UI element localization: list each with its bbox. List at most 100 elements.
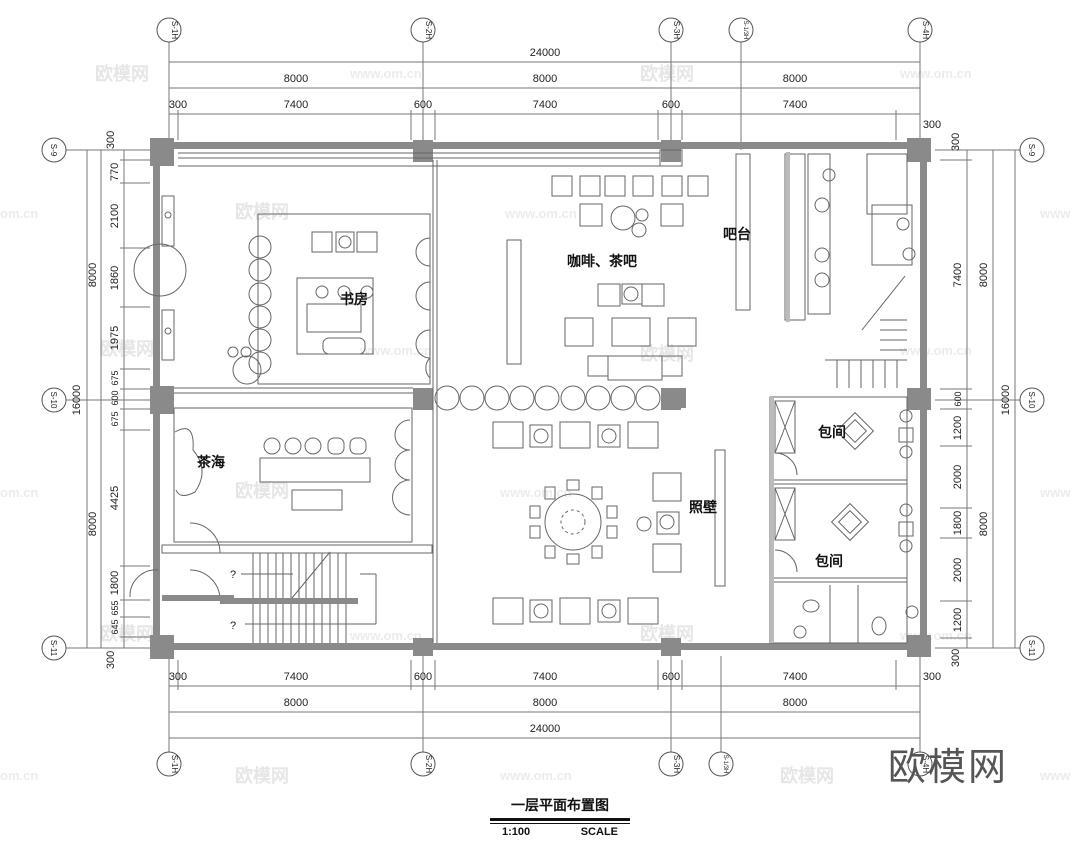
svg-text:S-2H: S-2H (424, 755, 433, 773)
svg-text:16000: 16000 (71, 385, 83, 416)
svg-text:16000: 16000 (1000, 385, 1012, 416)
room-labels: 书房 咖啡、茶吧 吧台 茶海 照壁 包间 包间 (196, 226, 846, 570)
svg-text:300: 300 (923, 671, 941, 683)
hatched-partitions (162, 152, 790, 643)
svg-text:4425: 4425 (109, 486, 121, 510)
svg-text:S-9: S-9 (1027, 144, 1036, 157)
svg-text:8000: 8000 (533, 697, 557, 709)
stair-marks: ? ? (230, 569, 236, 632)
svg-text:www.om.cn: www.om.cn (349, 66, 422, 81)
svg-text:675: 675 (110, 370, 120, 385)
svg-text:欧模网: 欧模网 (235, 480, 289, 502)
svg-text:www.om.cn: www.om.cn (499, 485, 572, 500)
svg-text:24000: 24000 (530, 47, 561, 59)
svg-text:300: 300 (169, 99, 187, 111)
svg-text:1800: 1800 (952, 511, 964, 535)
svg-text:600: 600 (110, 390, 120, 405)
svg-text:?: ? (230, 569, 236, 581)
svg-text:1200: 1200 (952, 608, 964, 632)
drawing-title: 一层平面布置图 (511, 798, 609, 814)
svg-text:S-3H: S-3H (672, 755, 681, 773)
left-dimensions: 300 770 2100 1860 1975 675 600 675 4425 … (71, 131, 121, 669)
svg-text:欧模网: 欧模网 (235, 765, 289, 787)
svg-text:8000: 8000 (87, 512, 99, 536)
bottom-dimensions: 300 7400 600 7400 600 7400 300 8000 8000… (169, 671, 941, 735)
svg-text:S-4H: S-4H (921, 755, 930, 773)
svg-text:600: 600 (662, 99, 680, 111)
svg-text:300: 300 (923, 119, 941, 131)
interior-lines (129, 149, 919, 644)
exterior-walls (150, 138, 931, 659)
svg-text:7400: 7400 (783, 671, 807, 683)
room-label-cafe: 咖啡、茶吧 (567, 253, 637, 270)
room-label-study: 书房 (340, 291, 368, 308)
svg-text:2100: 2100 (109, 204, 121, 228)
svg-text:7400: 7400 (284, 99, 308, 111)
folding-door-arcs (434, 385, 661, 411)
svg-text:S-10: S-10 (1027, 392, 1036, 409)
top-dimension-lines (168, 61, 920, 739)
svg-text:1200: 1200 (952, 416, 964, 440)
svg-text:欧模网: 欧模网 (640, 343, 694, 365)
svg-text:S-1H: S-1H (170, 755, 179, 773)
brand-watermark: 欧模网 (888, 745, 1009, 789)
svg-text:www: www (1039, 206, 1071, 221)
svg-text:7400: 7400 (952, 263, 964, 287)
svg-text:8000: 8000 (978, 512, 990, 536)
svg-text:om.cn: om.cn (0, 768, 38, 783)
svg-text:S-1/3H: S-1/3H (742, 21, 748, 40)
svg-text:www: www (1039, 485, 1071, 500)
svg-text:7400: 7400 (783, 99, 807, 111)
svg-text:600: 600 (414, 671, 432, 683)
svg-text:S-9: S-9 (49, 144, 58, 157)
svg-text:www.om.cn: www.om.cn (899, 343, 972, 358)
svg-text:655: 655 (110, 600, 120, 615)
svg-text:300: 300 (105, 651, 117, 669)
svg-text:S-1H: S-1H (170, 21, 179, 39)
svg-text:1860: 1860 (109, 266, 121, 290)
left-dimension-lines (86, 150, 150, 648)
room-label-private-room-2: 包间 (815, 553, 843, 570)
svg-text:欧模网: 欧模网 (780, 765, 834, 787)
svg-text:www.om.cn: www.om.cn (899, 66, 972, 81)
svg-text:7400: 7400 (533, 99, 557, 111)
svg-text:www.om.cn: www.om.cn (499, 768, 572, 783)
svg-text:300: 300 (950, 649, 962, 667)
svg-text:7400: 7400 (284, 671, 308, 683)
svg-text:www.om.cn: www.om.cn (504, 206, 577, 221)
svg-text:8000: 8000 (783, 697, 807, 709)
room-label-bar: 吧台 (723, 226, 751, 243)
drawing-title-block: 一层平面布置图 1:100 SCALE (490, 795, 630, 838)
svg-text:S-4H: S-4H (921, 21, 930, 39)
scale-row: 1:100 SCALE (490, 826, 630, 838)
svg-text:S-1/3H: S-1/3H (722, 755, 728, 774)
svg-text:om.cn: om.cn (0, 485, 38, 500)
svg-text:7400: 7400 (533, 671, 557, 683)
svg-text:600: 600 (414, 99, 432, 111)
svg-text:8000: 8000 (978, 263, 990, 287)
svg-text:600: 600 (662, 671, 680, 683)
svg-text:欧模网: 欧模网 (100, 338, 154, 360)
svg-text:S-11: S-11 (1027, 640, 1036, 657)
svg-text:300: 300 (105, 131, 117, 149)
svg-text:2000: 2000 (952, 465, 964, 489)
svg-text:S-11: S-11 (49, 640, 58, 657)
svg-text:om.cn: om.cn (0, 206, 38, 221)
axis-bubbles (41, 17, 1045, 777)
svg-text:欧模网: 欧模网 (640, 63, 694, 85)
title-underline (490, 818, 630, 824)
svg-text:300: 300 (169, 671, 187, 683)
svg-text:24000: 24000 (530, 723, 561, 735)
scale-value: 1:100 (502, 826, 531, 838)
svg-text:8000: 8000 (783, 73, 807, 85)
watermarks: 欧模网 www.om.cn 欧模网 www.om.cn om.cn 欧模网 ww… (0, 63, 1071, 787)
svg-text:www: www (1039, 768, 1071, 783)
right-dimensions: 300 7400 600 1200 2000 1800 2000 1200 30… (950, 133, 1012, 667)
svg-text:645: 645 (110, 619, 120, 634)
svg-text:www.om.cn: www.om.cn (359, 343, 432, 358)
svg-text:欧模网: 欧模网 (95, 63, 149, 85)
room-label-screen-wall: 照壁 (689, 499, 717, 516)
svg-text:S-2H: S-2H (424, 21, 433, 39)
svg-text:2000: 2000 (952, 558, 964, 582)
